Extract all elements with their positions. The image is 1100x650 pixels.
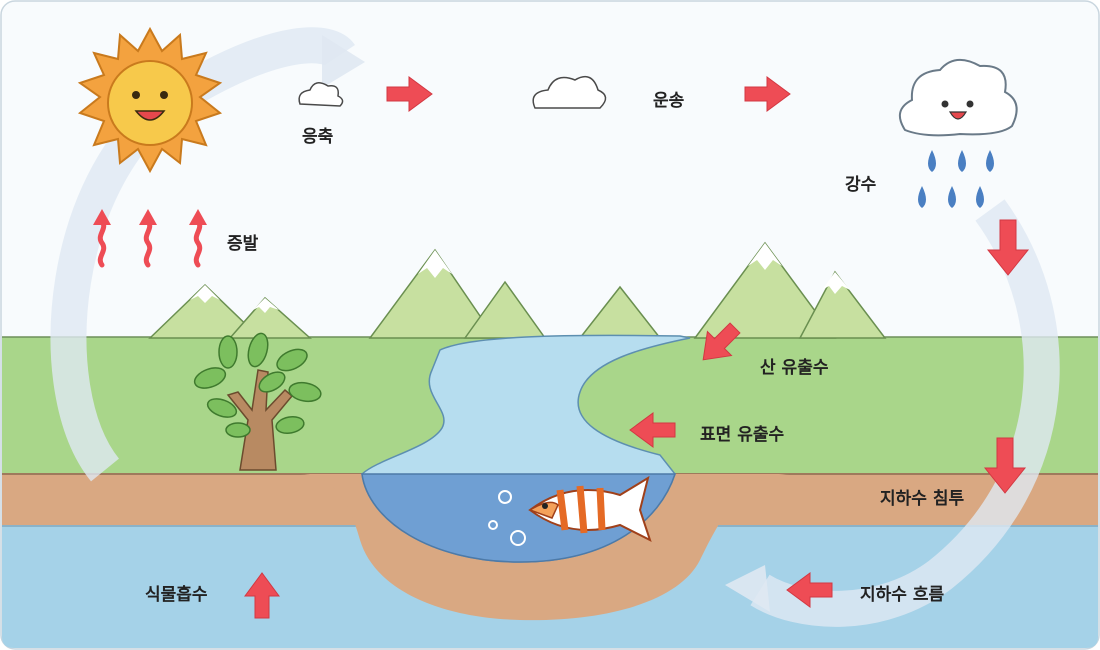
arrow-plant-absorption — [244, 572, 280, 619]
medium-cloud-icon — [532, 75, 607, 109]
fish-icon — [528, 475, 652, 542]
arrow-surface-runoff — [629, 412, 676, 448]
small-cloud-icon — [298, 82, 344, 107]
label-transport: 운송 — [653, 91, 685, 111]
mountains — [148, 241, 887, 339]
tree-icon — [193, 332, 322, 471]
raindrops-icon — [918, 150, 994, 208]
label-precipitation: 강수 — [845, 175, 877, 195]
label-mountain-runoff: 산 유출수 — [760, 358, 829, 378]
arrow-mountain-runoff — [702, 322, 741, 361]
arrow-groundwater-flow — [786, 572, 833, 608]
cycle-arrow-right — [750, 199, 1060, 627]
label-groundwater-flow: 지하수 흐름 — [860, 585, 945, 605]
sun-icon — [77, 26, 223, 174]
label-surface-runoff: 표면 유출수 — [700, 425, 785, 445]
bubbles-icon — [488, 490, 526, 546]
label-evaporation: 증발 — [227, 234, 259, 254]
label-infiltration: 지하수 침투 — [880, 489, 965, 509]
rain-cloud-icon — [898, 59, 1018, 137]
label-condensation: 응축 — [302, 127, 334, 147]
label-plant-absorption: 식물흡수 — [145, 585, 208, 605]
